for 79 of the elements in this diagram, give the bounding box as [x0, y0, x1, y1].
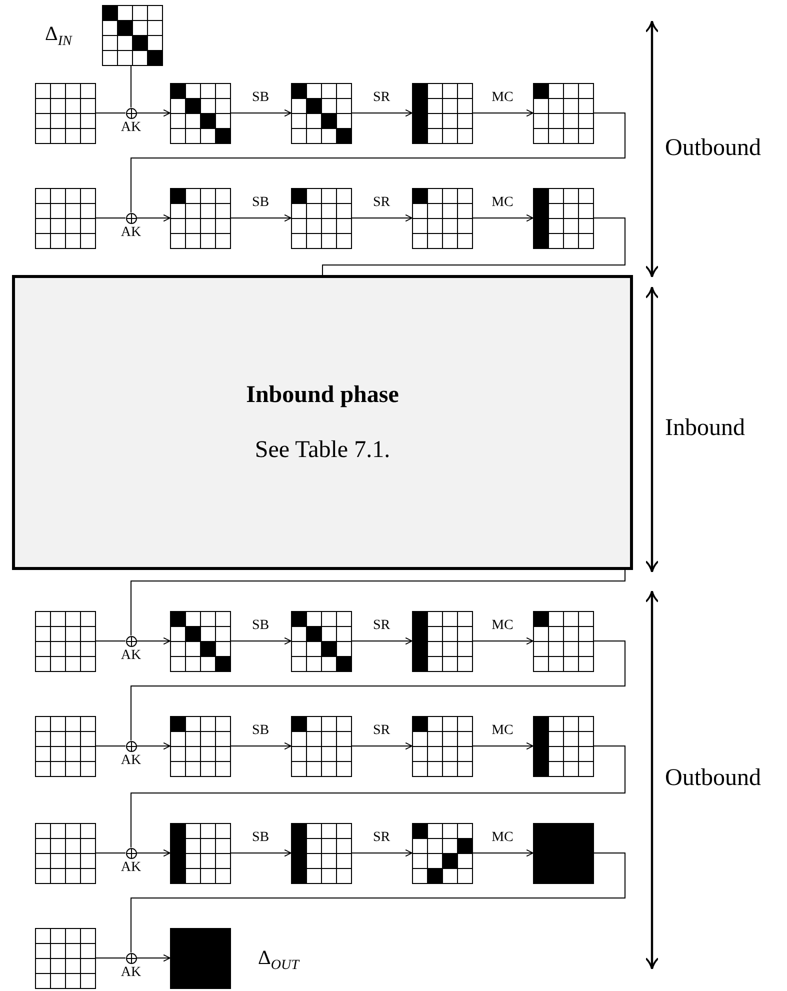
- arrow: [472, 637, 534, 645]
- arrow: [350, 849, 412, 857]
- phase-label: Inbound: [665, 416, 745, 440]
- delta-label: Δ$_{OUT}$: [258, 948, 299, 973]
- arrow: [230, 742, 292, 750]
- arrow: [350, 637, 412, 645]
- arrow: [136, 214, 170, 222]
- state-grid: [170, 188, 230, 248]
- state-grid: [291, 823, 351, 883]
- state-grid: [533, 823, 593, 883]
- state-grid: [170, 928, 230, 988]
- operation-label: AK: [120, 648, 142, 662]
- state-grid: [412, 823, 472, 883]
- state-grid: [412, 716, 472, 776]
- arrow: [472, 849, 534, 857]
- arrow: [350, 214, 412, 222]
- connector-line: [322, 218, 626, 276]
- arrow: [136, 637, 170, 645]
- box-note: See Table 7.1.: [254, 436, 390, 464]
- operation-label: AK: [120, 120, 142, 134]
- state-grid: [35, 611, 95, 671]
- connector-line: [130, 570, 626, 636]
- state-grid: [35, 716, 95, 776]
- arrow: [472, 109, 534, 117]
- xor-symbol: [126, 848, 136, 858]
- xor-symbol: [126, 108, 136, 118]
- connector-line: [130, 746, 626, 848]
- arrow: [350, 109, 412, 117]
- arrow: [230, 637, 292, 645]
- state-grid: [533, 716, 593, 776]
- state-grid: [291, 716, 351, 776]
- arrow: [136, 109, 170, 117]
- connector-line: [130, 64, 132, 108]
- phase-box: [12, 275, 633, 570]
- arrow: [136, 742, 170, 750]
- operation-label: AK: [120, 966, 142, 980]
- state-grid: [35, 188, 95, 248]
- arrow: [472, 214, 534, 222]
- xor-symbol: [126, 636, 136, 646]
- state-grid: [533, 611, 593, 671]
- state-grid: [102, 5, 162, 65]
- connector-line: [130, 112, 626, 213]
- xor-symbol: [126, 952, 136, 964]
- state-grid: [533, 188, 593, 248]
- state-grid: [291, 83, 351, 143]
- xor-symbol: [126, 740, 136, 752]
- operation-label: AK: [120, 226, 142, 240]
- state-grid: [170, 611, 230, 671]
- connector-line: [94, 852, 126, 854]
- arrow: [136, 954, 170, 962]
- state-grid: [291, 188, 351, 248]
- arrow: [230, 214, 292, 222]
- state-grid: [533, 83, 593, 143]
- state-grid: [170, 823, 230, 883]
- arrow: [136, 849, 170, 857]
- state-grid: [291, 611, 351, 671]
- operation-label: AK: [120, 860, 142, 874]
- arrow: [350, 742, 412, 750]
- state-grid: [412, 83, 472, 143]
- arrow: [230, 849, 292, 857]
- connector-line: [94, 112, 126, 114]
- arrow: [230, 109, 292, 117]
- xor-symbol: [126, 212, 136, 224]
- state-grid: [35, 83, 95, 143]
- operation-label: AK: [120, 754, 142, 768]
- phase-label: Outbound: [665, 766, 761, 790]
- delta-label: Δ$_{IN}$: [45, 24, 72, 49]
- state-grid: [412, 611, 472, 671]
- arrow: [472, 742, 534, 750]
- state-grid: [35, 823, 95, 883]
- state-grid: [170, 716, 230, 776]
- connector-line: [130, 640, 626, 741]
- box-heading: Inbound phase: [246, 382, 399, 408]
- state-grid: [170, 83, 230, 143]
- state-grid: [35, 928, 95, 988]
- state-grid: [412, 188, 472, 248]
- connector-line: [130, 852, 626, 953]
- phase-label: Outbound: [665, 136, 761, 160]
- connector-line: [94, 640, 126, 642]
